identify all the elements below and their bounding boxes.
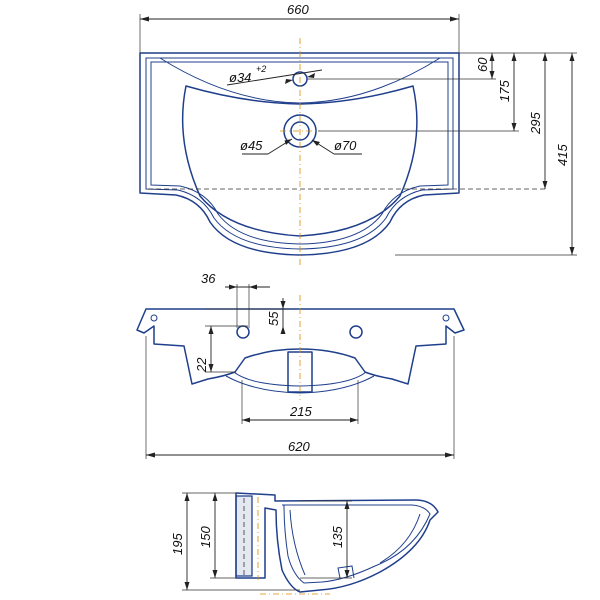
- mount-hole-right: [349, 325, 363, 339]
- dim-60: 60: [475, 57, 490, 72]
- dim-215: 215: [289, 404, 312, 419]
- dim-150: 150: [198, 526, 213, 548]
- mount-hole-left: [236, 325, 250, 339]
- basin-outline-front: [136, 308, 465, 385]
- dim-tap-hole-tolerance: +2: [256, 64, 266, 74]
- hang-hole-left: [150, 314, 158, 322]
- dim-36: 36: [201, 271, 216, 286]
- dim-175: 175: [497, 80, 512, 102]
- top-view: 660 ø34 +2 ø45 ø70 60 175 295: [139, 2, 577, 265]
- dim-620: 620: [288, 439, 310, 454]
- front-view: 36 55 22 215 620: [136, 271, 465, 459]
- side-view: 195 150 135: [170, 492, 439, 595]
- dim-22: 22: [194, 357, 209, 373]
- dim-drain-inner: ø45: [240, 138, 263, 153]
- dim-295: 295: [528, 112, 543, 135]
- dim-tap-hole: ø34: [229, 70, 251, 85]
- dim-drain-outer: ø70: [334, 138, 357, 153]
- hang-hole-right: [442, 314, 450, 322]
- basin-outline-top: [139, 52, 460, 256]
- dim-135: 135: [330, 526, 345, 548]
- basin-outline-side: [235, 492, 439, 593]
- dim-660: 660: [287, 2, 309, 17]
- dim-55: 55: [266, 311, 281, 326]
- dim-415: 415: [555, 144, 570, 166]
- basin-rim-inner-2: [150, 61, 449, 245]
- dim-195: 195: [170, 533, 185, 555]
